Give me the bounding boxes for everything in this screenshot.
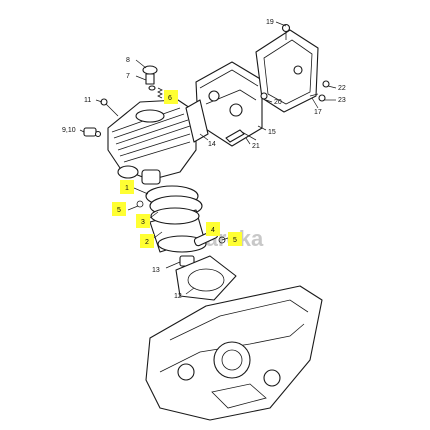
piston [149,207,207,253]
svg-text:5: 5 [117,207,121,214]
callout-6: 6 [164,90,178,104]
callout-5-left: 5 [112,202,126,216]
svg-text:20: 20 [274,99,282,106]
callout-20: 20 [274,99,282,106]
callout-14: 14 [208,141,216,148]
callout-1: 1 [120,180,134,194]
svg-text:12: 12 [174,293,182,300]
svg-text:14: 14 [208,141,216,148]
bolt-21 [225,129,257,143]
cylinder [107,99,197,185]
callout-8: 8 [126,57,130,64]
callouts: 19 8 7 6 11 9,10 20 22 23 17 14 15 21 1 [62,19,346,300]
spring-6 [157,87,163,99]
circlip-right [218,236,226,244]
callout-11: 11 [84,97,91,104]
svg-text:8: 8 [126,57,130,64]
svg-text:7: 7 [126,73,130,80]
svg-text:6: 6 [168,95,172,102]
muffler [195,61,263,147]
svg-text:5: 5 [233,237,237,244]
callout-7: 7 [126,73,130,80]
svg-text:22: 22 [338,85,346,92]
decompression-valve [142,65,158,91]
callout-15: 15 [268,129,276,136]
callout-2: 2 [140,234,154,248]
svg-text:19: 19 [266,19,274,26]
callout-5-right: 5 [228,232,242,246]
svg-text:9,10: 9,10 [62,127,76,134]
callout-17: 17 [314,109,322,116]
svg-text:21: 21 [252,143,260,150]
callout-23: 23 [338,97,346,104]
callout-3: 3 [136,214,150,228]
svg-text:11: 11 [84,97,91,104]
callout-4: 4 [206,222,220,236]
svg-text:13: 13 [152,267,160,274]
circlip-left [136,200,144,208]
callout-19: 19 [266,19,274,26]
screw-11 [100,98,119,117]
svg-text:17: 17 [314,109,322,116]
callout-9-10: 9,10 [62,127,76,134]
stud-20 [260,92,268,100]
svg-text:15: 15 [268,129,276,136]
muffler-cover [255,29,319,113]
svg-text:4: 4 [211,227,215,234]
callout-12: 12 [174,293,182,300]
screw-19 [281,23,291,40]
svg-text:1: 1 [125,185,129,192]
callout-13: 13 [152,267,160,274]
callout-21: 21 [252,143,260,150]
callout-22: 22 [338,85,346,92]
svg-text:2: 2 [145,239,149,246]
fitting-9-10 [83,127,102,138]
svg-text:3: 3 [141,219,145,226]
base-gasket [175,255,237,301]
screws-22-23 [309,80,330,102]
svg-text:23: 23 [338,97,346,104]
exhaust-gasket [185,99,209,143]
crankcase [145,285,323,421]
